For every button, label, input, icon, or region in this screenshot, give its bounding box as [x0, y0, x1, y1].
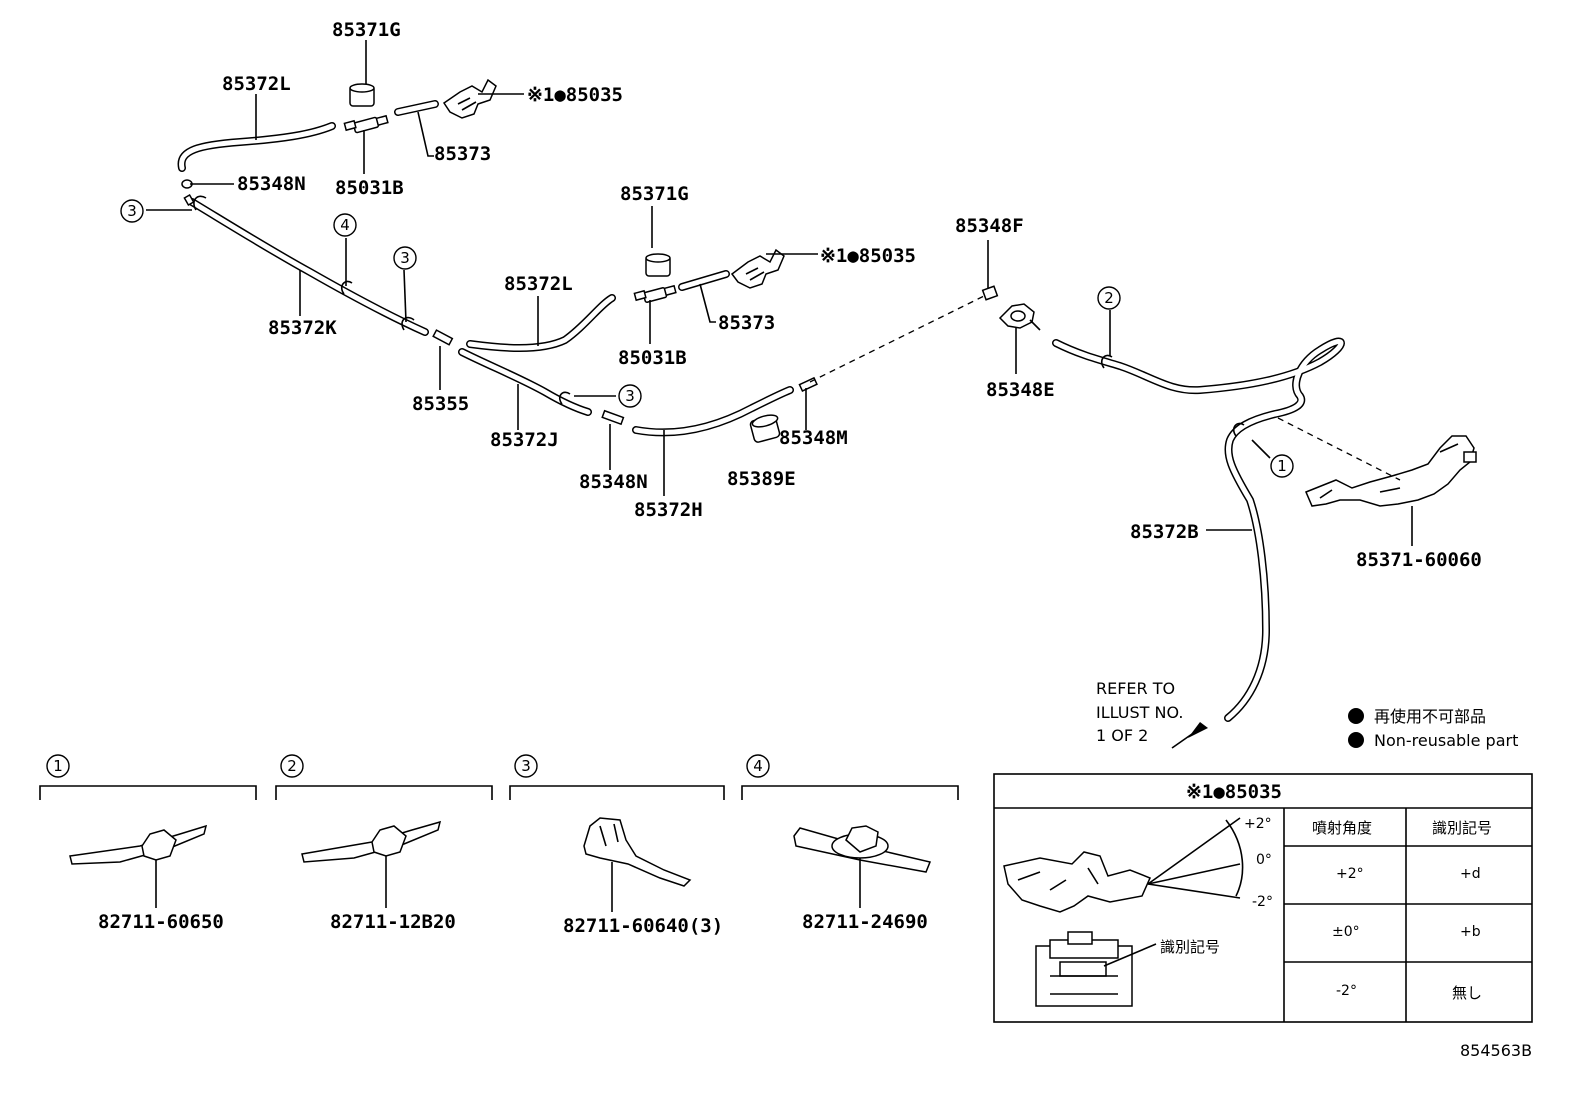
- leader-lines: [146, 40, 1413, 546]
- label-85372K: 85372K: [268, 317, 337, 339]
- bullet-icon: [1348, 732, 1364, 748]
- callout-1: 1: [1270, 454, 1294, 478]
- label-85348M: 85348M: [779, 427, 848, 449]
- label-85389E: 85389E: [727, 468, 796, 490]
- table-title: ※1●85035: [1186, 781, 1282, 803]
- connector-85348F: [981, 285, 999, 301]
- valve-85031B-middle: [633, 284, 677, 303]
- nozzle-85035-middle: [730, 248, 785, 289]
- svg-text:再使用不可部品: 再使用不可部品: [1374, 707, 1486, 726]
- svg-text:+d: +d: [1460, 866, 1481, 882]
- label-85035-middle: ※1●85035: [820, 245, 916, 267]
- label-85348F: 85348F: [955, 215, 1024, 237]
- svg-text:+b: +b: [1460, 924, 1481, 940]
- table-header-angle: 噴射角度: [1312, 819, 1372, 837]
- clip-detail-3: 3 82711-60640(3): [509, 754, 725, 937]
- nozzle-assembly-85371-60060: [1305, 435, 1477, 507]
- hose-85372K: [188, 198, 429, 336]
- clip-detail-4: 4 82711-24690: [741, 754, 959, 933]
- hose-85372H: [632, 386, 794, 437]
- svg-text:3: 3: [521, 757, 531, 775]
- joint-85348E: [998, 303, 1041, 331]
- cap-85371G-middle: [645, 253, 671, 277]
- dashed-link-85348M-85348F: [809, 295, 985, 383]
- hose-85372J: [458, 348, 592, 416]
- label-85348E: 85348E: [986, 379, 1055, 401]
- label-85371G-middle: 85371G: [620, 183, 689, 205]
- id-mark-illustration: 識別記号: [1035, 931, 1220, 1007]
- label-85031B-middle: 85031B: [618, 347, 687, 369]
- svg-text:Non-reusable part: Non-reusable part: [1374, 731, 1518, 750]
- svg-text:1: 1: [1277, 457, 1287, 475]
- label-85371G-upper: 85371G: [332, 19, 401, 41]
- cap-85371G-upper: [349, 83, 375, 107]
- connector-85355: [432, 329, 454, 346]
- label-85372B: 85372B: [1130, 521, 1199, 543]
- svg-text:識別記号: 識別記号: [1160, 938, 1220, 956]
- label-85373-upper: 85373: [434, 143, 491, 165]
- svg-text:82711-24690: 82711-24690: [802, 911, 928, 933]
- svg-text:2: 2: [287, 757, 297, 775]
- callout-3-c: 3: [618, 384, 642, 408]
- callout-3-b: 3: [393, 246, 417, 270]
- hose-85372L-upper: [177, 122, 336, 172]
- cap-85389E: [749, 414, 781, 443]
- label-85372H: 85372H: [634, 499, 703, 521]
- label-85031B-upper: 85031B: [335, 177, 404, 199]
- hose-85373-middle: [678, 270, 730, 291]
- label-85372L-middle: 85372L: [504, 273, 573, 295]
- callout-4: 4: [333, 213, 357, 237]
- label-85348N-upper: 85348N: [237, 173, 306, 195]
- svg-text:無し: 無し: [1452, 984, 1482, 1002]
- svg-text:3: 3: [127, 202, 137, 220]
- svg-text:ILLUST NO.: ILLUST NO.: [1096, 703, 1183, 722]
- nozzle-85035-upper: [442, 78, 497, 119]
- callout-3-a: 3: [120, 199, 144, 223]
- diagram-id: 854563B: [1460, 1041, 1532, 1060]
- label-85355: 85355: [412, 393, 469, 415]
- label-85373-middle: 85373: [718, 312, 775, 334]
- label-85372L-upper: 85372L: [222, 73, 291, 95]
- svg-text:4: 4: [340, 216, 350, 234]
- svg-text:-2°: -2°: [1336, 983, 1357, 999]
- svg-text:4: 4: [753, 757, 763, 775]
- svg-text:-2°: -2°: [1252, 894, 1273, 910]
- table-header-mark: 識別記号: [1432, 819, 1492, 837]
- svg-text:+2°: +2°: [1336, 866, 1364, 882]
- label-85035-upper: ※1●85035: [527, 84, 623, 106]
- clip-detail-2: 2 82711-12B20: [275, 754, 493, 933]
- clamps-on-hose: [193, 195, 1245, 437]
- svg-text:82711-60650: 82711-60650: [98, 911, 224, 933]
- svg-text:2: 2: [1104, 289, 1114, 307]
- hose-85373-upper: [394, 100, 439, 116]
- svg-text:1: 1: [53, 757, 63, 775]
- valve-85031B-upper: [343, 114, 389, 134]
- svg-text:3: 3: [625, 387, 635, 405]
- svg-text:82711-60640(3): 82711-60640(3): [563, 915, 723, 937]
- hose-right-section: [1052, 337, 1345, 722]
- dashed-link-hose-nozzle: [1277, 417, 1401, 481]
- svg-text:0°: 0°: [1256, 852, 1272, 868]
- callout-2: 2: [1097, 286, 1121, 310]
- clip-detail-1: 1 82711-60650: [39, 754, 257, 933]
- label-85372J: 85372J: [490, 429, 559, 451]
- svg-text:±0°: ±0°: [1332, 924, 1360, 940]
- connector-85348N-upper: [181, 179, 195, 206]
- connector-85348N-lower: [601, 409, 625, 426]
- label-85348N-lower: 85348N: [579, 471, 648, 493]
- refer-note: REFER TO ILLUST NO. 1 OF 2: [1096, 679, 1208, 749]
- legend: 再使用不可部品 Non-reusable part: [1348, 707, 1518, 750]
- nozzle-spray-illustration: +2° 0° -2°: [1003, 816, 1273, 913]
- svg-text:82711-12B20: 82711-12B20: [330, 911, 456, 933]
- svg-text:REFER TO: REFER TO: [1096, 679, 1175, 698]
- hose-85372L-middle: [466, 294, 616, 352]
- bullet-icon: [1348, 708, 1364, 724]
- svg-text:1 OF 2: 1 OF 2: [1096, 726, 1148, 745]
- spray-angle-table: ※1●85035 噴射角度 識別記号 +2° +d ±0° +b -2° 無し …: [993, 773, 1533, 1023]
- label-85371-60060: 85371-60060: [1356, 549, 1482, 571]
- svg-text:+2°: +2°: [1244, 816, 1272, 832]
- svg-text:3: 3: [400, 249, 410, 267]
